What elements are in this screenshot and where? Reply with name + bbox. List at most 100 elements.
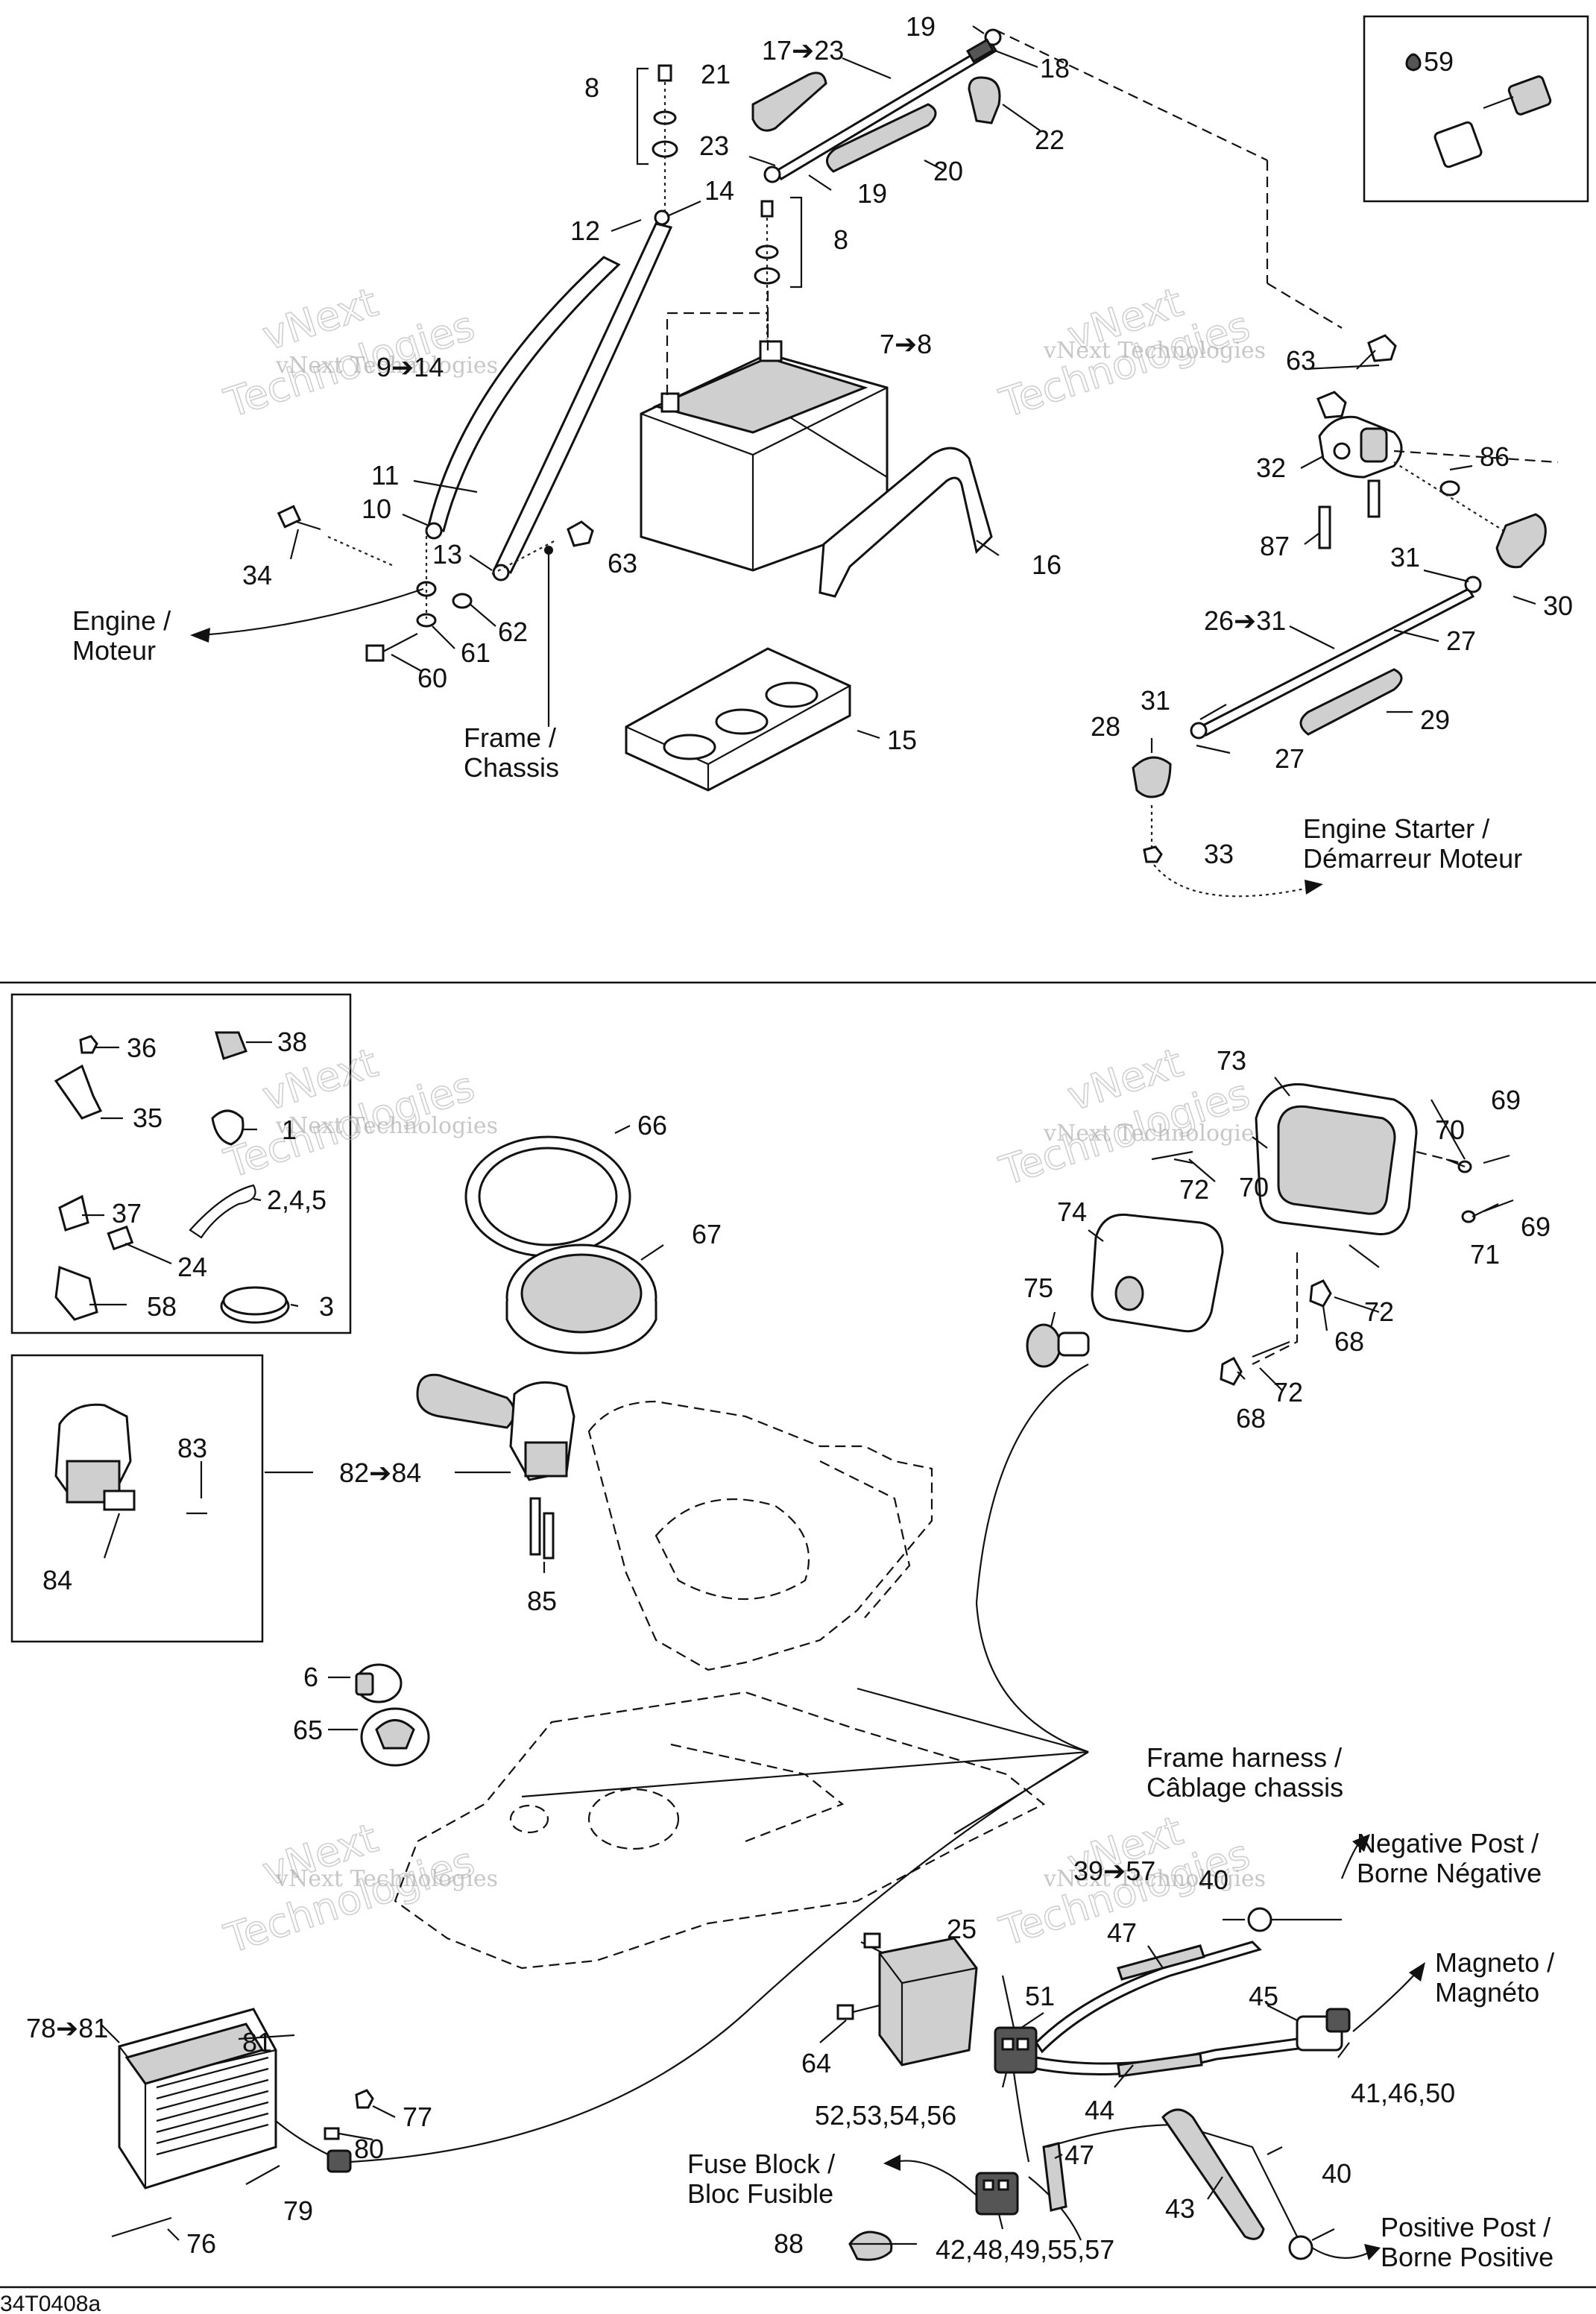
label-47b: 47 <box>1064 2140 1094 2170</box>
inset-box-switch <box>10 1354 264 1643</box>
inset-box-connector <box>1363 15 1589 203</box>
clip-88 <box>848 2231 893 2261</box>
label-36: 36 <box>127 1033 157 1063</box>
label-30: 30 <box>1543 590 1573 621</box>
label-2-4-5: 2,4,5 <box>267 1185 327 1215</box>
label-37: 37 <box>112 1198 142 1229</box>
label-51: 51 <box>1025 1981 1055 2011</box>
label-63b: 63 <box>1286 345 1316 376</box>
watermark-5: vNext vNext Technologies Technologies <box>218 1814 498 1964</box>
label-43: 43 <box>1165 2193 1195 2224</box>
battery-strap-part <box>818 447 993 598</box>
label-40a: 40 <box>1199 1864 1228 1895</box>
label-38: 38 <box>277 1027 307 1057</box>
label-39-57: 39➔57 <box>1073 1856 1155 1886</box>
label-85: 85 <box>527 1586 557 1616</box>
label-27a: 27 <box>1446 625 1476 656</box>
boot-30 <box>1495 513 1547 569</box>
label-68b: 68 <box>1236 1403 1266 1434</box>
sleeve-20 <box>826 103 937 173</box>
label-8b: 8 <box>833 224 848 255</box>
boot-21 <box>751 72 827 132</box>
label-28: 28 <box>1091 711 1120 742</box>
washer-61 <box>416 613 437 628</box>
switch-6 <box>355 1663 403 1703</box>
nut-63b <box>1316 391 1347 419</box>
nut-62a <box>416 581 437 597</box>
switch-inset-84 <box>54 1403 207 1515</box>
label-86: 86 <box>1480 441 1510 472</box>
callout-frame-1: Frame / <box>464 722 556 753</box>
label-6: 6 <box>303 1662 318 1692</box>
label-81: 81 <box>242 2027 272 2058</box>
bolt-60 <box>365 633 418 662</box>
connector-45 <box>1296 2008 1351 2052</box>
svg-text:vNext Technologies: vNext Technologies <box>275 1866 498 1892</box>
bottom-leaders <box>82 1041 1499 2245</box>
label-61: 61 <box>461 637 491 668</box>
callout-frame-2: Chassis <box>464 752 559 783</box>
label-70a: 70 <box>1435 1115 1465 1145</box>
callout-fuse-2: Bloc Fusible <box>687 2178 833 2209</box>
gauge-67 <box>505 1243 657 1355</box>
svg-text:vNext Technologies: vNext Technologies <box>275 353 498 379</box>
watermark-3: vNext vNext Technologies Technologies <box>218 1038 498 1188</box>
label-59: 59 <box>1424 46 1454 77</box>
rectifier-25 <box>878 1937 978 2066</box>
bolt-87b <box>1367 479 1381 518</box>
terminal-40a <box>1247 1907 1272 1932</box>
label-8a: 8 <box>584 72 599 103</box>
battery-holder-rods <box>425 209 673 581</box>
callout-pos-1: Positive Post / <box>1381 2212 1551 2242</box>
label-79: 79 <box>283 2195 313 2226</box>
nut-62b <box>452 593 473 609</box>
label-35: 35 <box>133 1103 163 1133</box>
label-71: 71 <box>1470 1239 1500 1270</box>
nut-86 <box>1439 480 1460 496</box>
terminal-40b <box>1288 2235 1313 2260</box>
label-52-56: 52,53,54,56 <box>815 2100 956 2131</box>
label-29: 29 <box>1420 704 1450 735</box>
svg-text:vNext Technologies: vNext Technologies <box>1043 1866 1266 1892</box>
label-22: 22 <box>1035 124 1064 155</box>
callout-neg-1: Negative Post / <box>1357 1828 1539 1859</box>
label-87: 87 <box>1260 531 1290 561</box>
label-15: 15 <box>887 725 917 755</box>
label-3: 3 <box>319 1291 334 1322</box>
bulb-75 <box>1026 1323 1090 1368</box>
fastener-8a <box>636 64 678 165</box>
nut-68a <box>1309 1279 1332 1308</box>
label-40b: 40 <box>1322 2158 1351 2189</box>
top-leaders <box>289 25 1536 754</box>
label-67: 67 <box>692 1219 722 1249</box>
starter-cable-27 <box>1190 576 1482 740</box>
svg-text:vNext Technologies: vNext Technologies <box>1043 338 1266 364</box>
label-70b: 70 <box>1239 1172 1269 1202</box>
boot-28 <box>1132 756 1172 798</box>
hood-outline <box>587 1400 933 1671</box>
svg-text:vNext Technologies: vNext Technologies <box>275 1113 498 1139</box>
gauge-ring-66 <box>464 1135 631 1258</box>
callout-neg-2: Borne Négative <box>1357 1858 1542 1888</box>
screw-64b <box>836 2004 854 2020</box>
nut-63c <box>1367 334 1397 362</box>
label-25: 25 <box>947 1914 977 1944</box>
nut-68b <box>1220 1356 1243 1386</box>
label-62: 62 <box>498 617 528 647</box>
callout-pos-2: Borne Positive <box>1381 2242 1554 2272</box>
label-18: 18 <box>1040 53 1070 83</box>
label-73: 73 <box>1217 1045 1246 1076</box>
bolt-87 <box>1318 505 1331 549</box>
callout-starter-2: Démarreur Moteur <box>1303 843 1522 874</box>
label-11: 11 <box>371 460 399 491</box>
diagram-code: S34T0408a <box>0 2292 101 2314</box>
label-26-31: 26➔31 <box>1204 605 1286 636</box>
callout-harness-1: Frame harness / <box>1146 1742 1342 1773</box>
svg-text:vNext Technologies: vNext Technologies <box>1043 1120 1266 1147</box>
label-31a: 31 <box>1390 542 1420 573</box>
label-24: 24 <box>177 1252 207 1282</box>
label-66: 66 <box>637 1110 667 1141</box>
solenoid-32 <box>1318 415 1403 479</box>
switch-65 <box>360 1707 430 1767</box>
